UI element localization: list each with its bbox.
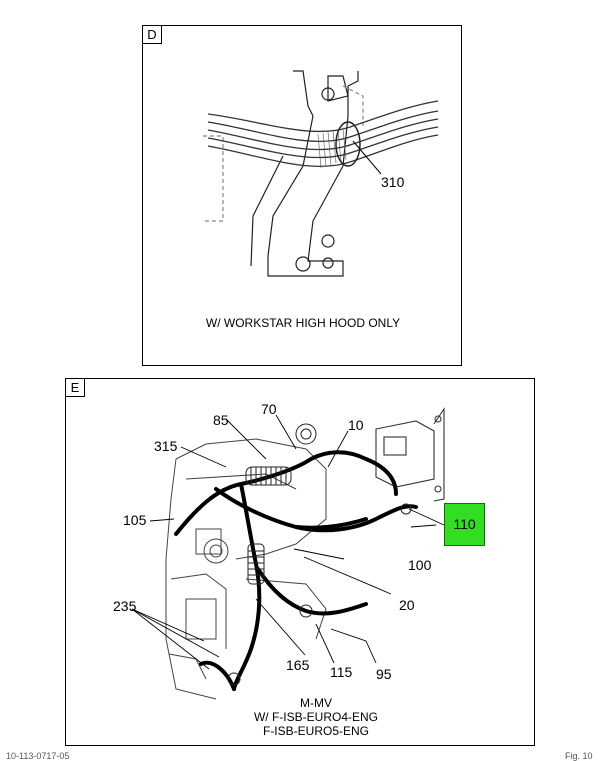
callout-115: 115 (330, 664, 353, 680)
caption-line-3: F-ISB-EURO5-ENG (262, 724, 369, 738)
footer-page-ref: Fig. 10 (565, 751, 593, 761)
callout-165: 165 (286, 657, 310, 673)
callout-20: 20 (399, 597, 415, 613)
panel-d-tag: D (143, 26, 162, 44)
callout-95: 95 (376, 666, 392, 682)
footer-figure-id: 10-113-0717-05 (6, 751, 70, 761)
panel-d-caption: W/ WORKSTAR HIGH HOOD ONLY (205, 316, 401, 330)
caption-line-1: M-MV (300, 696, 332, 710)
callout-70: 70 (261, 401, 277, 417)
callout-10: 10 (348, 417, 364, 433)
callout-105: 105 (123, 512, 147, 528)
caption-line-2: W/ F-ISB-EURO4-ENG (253, 710, 378, 724)
callout-85: 85 (213, 412, 229, 428)
callout-310: 310 (381, 174, 405, 190)
panel-e-caption: M-MV W/ F-ISB-EURO4-ENG F-ISB-EURO5-ENG (216, 696, 416, 738)
callout-315: 315 (154, 438, 178, 454)
detail-panel-d: D 31 (142, 25, 462, 366)
panel-e-tag: E (66, 379, 85, 397)
engine-harness-illustration (131, 407, 445, 700)
callout-235: 235 (113, 598, 137, 614)
detail-panel-e: E (65, 378, 535, 746)
bracket-illustration (203, 70, 439, 277)
callout-110-highlight[interactable]: 110 (444, 503, 485, 546)
callout-100: 100 (408, 557, 432, 573)
